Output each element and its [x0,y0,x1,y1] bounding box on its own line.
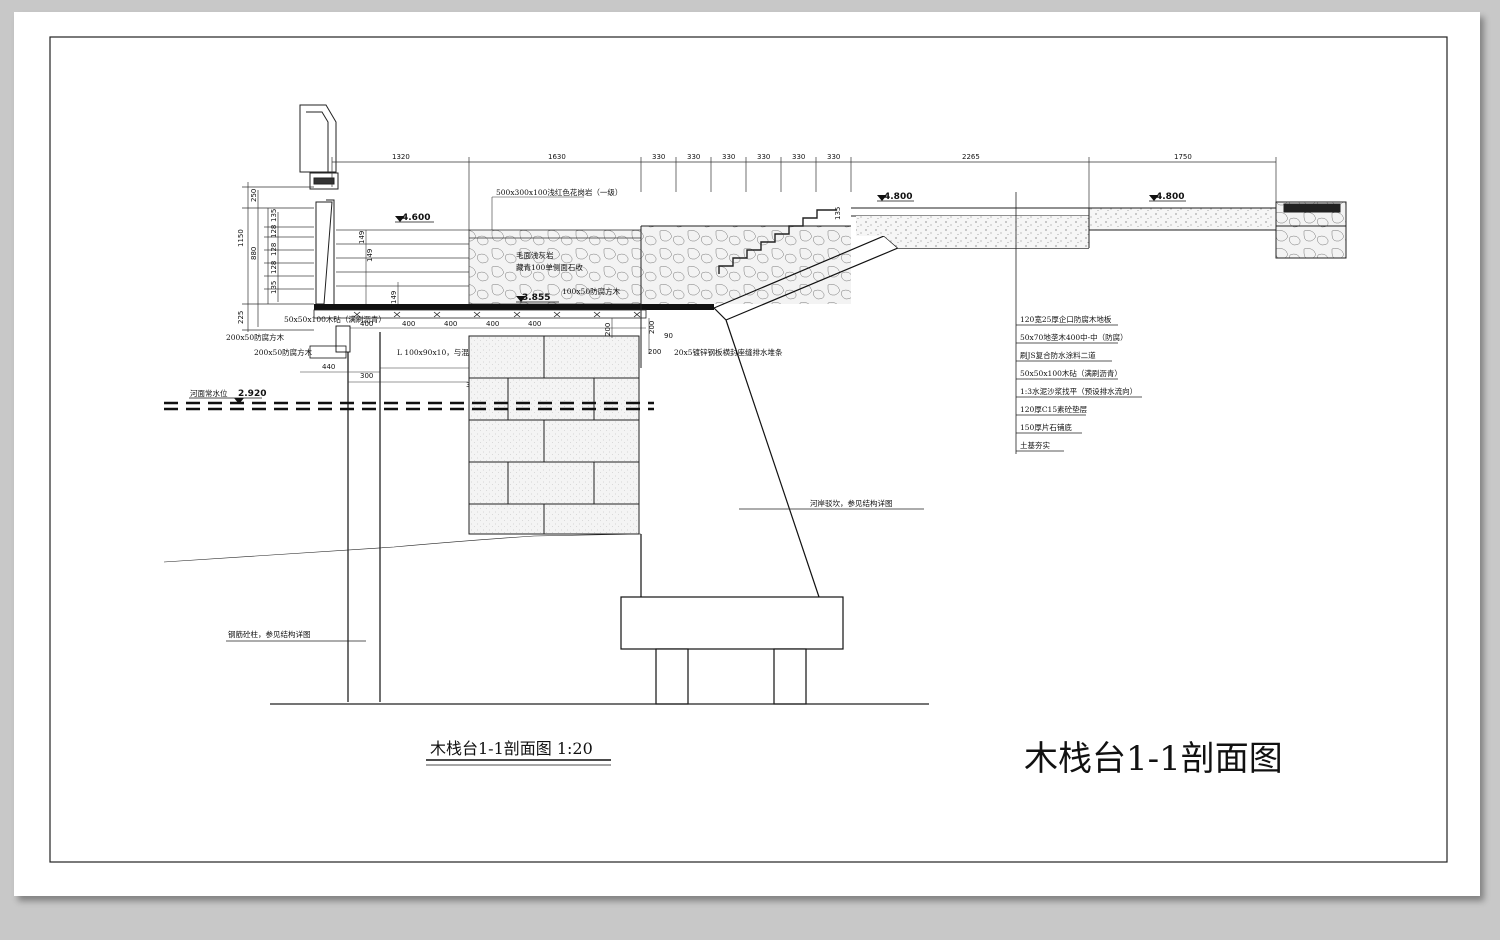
left-dimension-chain [242,182,314,332]
dim-330-2: 330 [687,153,700,161]
dim-135b: 135 [270,209,278,222]
dim-440: 440 [322,363,335,371]
water-level-value: 2.920 [238,389,266,399]
callout-steel-pile: 钢筋砼柱，参见结构详图 [228,629,311,639]
masonry-wall [468,335,640,535]
guard-rails [264,226,469,290]
level-3855: 3.855 [522,293,550,303]
water-level [164,397,654,411]
layer-note-3: 刷JS复合防水涂料二道 [1020,350,1096,360]
dim-880: 880 [250,247,258,260]
layer-note-2: 50x70地垄木400中-中（防腐） [1020,332,1128,342]
callout-beam-3: 200x50防腐方木 [254,347,313,357]
step-dims [365,230,399,304]
level-marker-3855 [516,296,559,303]
drawing-sheet: 1150 250 880 225 135 128 128 128 135 132… [14,12,1480,896]
dim-400-2: 400 [402,320,415,328]
note-small-left-1: 50x50x100木砧（满刷沥青） [284,314,386,324]
timber-deck [313,304,714,319]
callout-facing-2: 藏青100单侧面石收 [516,262,583,272]
layer-note-6: 120厚C15素砼垫层 [1020,404,1088,414]
drawing-frame [49,36,1448,863]
layer-note-5: 1:3水泥沙浆找平（预设排水流向） [1020,386,1137,396]
railing-post [299,104,339,312]
dim-128c: 128 [270,225,278,238]
far-terrace [1088,201,1347,259]
dim-330-4: 330 [757,153,770,161]
layer-note-7: 150厚片石铺底 [1020,422,1072,432]
dim-1750: 1750 [1174,153,1192,161]
dim-200b: 200 [648,321,656,334]
dim-300: 300 [360,372,373,380]
callout-coping: 500x300x100浅红色花岗岩（一级） [496,187,622,197]
section-title-scaled: 木栈台1-1剖面图 1:20 [430,739,593,758]
level-marker-4800a [877,195,914,202]
dim-90: 90 [664,332,673,340]
layer-notes-leader [1015,192,1142,454]
ground-lines [163,533,929,705]
callout-beam-1: 100x50防腐方木 [562,286,621,296]
dim-200c: 200 [648,348,661,356]
dim-128b: 128 [270,243,278,256]
dim-250: 250 [250,189,258,202]
dim-400-5: 400 [528,320,541,328]
section-drawing: 1150 250 880 225 135 128 128 128 135 132… [49,36,1448,863]
dim-2265: 2265 [962,153,980,161]
layer-note-4: 50x50x100木砧（满刷沥青） [1020,368,1122,378]
level-marker-4600 [395,216,434,223]
layer-note-8: 土基夯实 [1020,440,1050,450]
dim-330-6: 330 [827,153,840,161]
water-level-label: 河面常水位 [190,388,228,398]
dim-200a: 200 [604,323,612,336]
level-4800a: 4.800 [884,192,912,202]
callout-pipe: 20x5镀锌钢板横封座缝排水堆条 [674,347,783,357]
section-title: 木栈台1-1剖面图 [1024,739,1283,779]
dim-1630: 1630 [548,153,566,161]
top-dimension-chain [331,157,1277,230]
dim-135c: 135 [834,207,842,220]
terrace-paving [856,216,1089,236]
dim-400-4: 400 [486,320,499,328]
level-4600: 4.600 [402,213,430,223]
callout-riverbank: 河岸驳坎，参见结构详图 [810,498,893,508]
dim-400-3: 400 [444,320,457,328]
deck-joists [353,311,641,318]
level-marker-4800b [1149,195,1186,202]
deck-end-dims [611,318,650,354]
dim-135a: 135 [270,281,278,294]
callout-bolt: L 100x90x10，与混凝土柱焊接 [397,347,507,357]
callout-beam-2: 200x50防腐方木 [226,332,285,342]
dim-1320: 1320 [392,153,410,161]
dim-149c: 149 [390,291,398,304]
dim-400-1: 400 [360,320,373,328]
dim-149a: 149 [358,231,366,244]
layer-note-1: 120宽25厚企口防腐木地板 [1020,314,1112,324]
steel-pile [309,325,381,702]
dim-1150: 1150 [237,229,245,247]
level-4800b: 4.800 [1156,192,1184,202]
callout-facing-1: 毛面浅灰岩 [516,250,554,260]
small-title [426,759,611,766]
dim-225: 225 [237,311,245,324]
dim-330-5: 330 [792,153,805,161]
dim-330-3: 330 [722,153,735,161]
dim-330-1: 330 [652,153,665,161]
dim-149b: 149 [366,249,374,262]
foundation [620,596,844,705]
dim-128a: 128 [270,261,278,274]
